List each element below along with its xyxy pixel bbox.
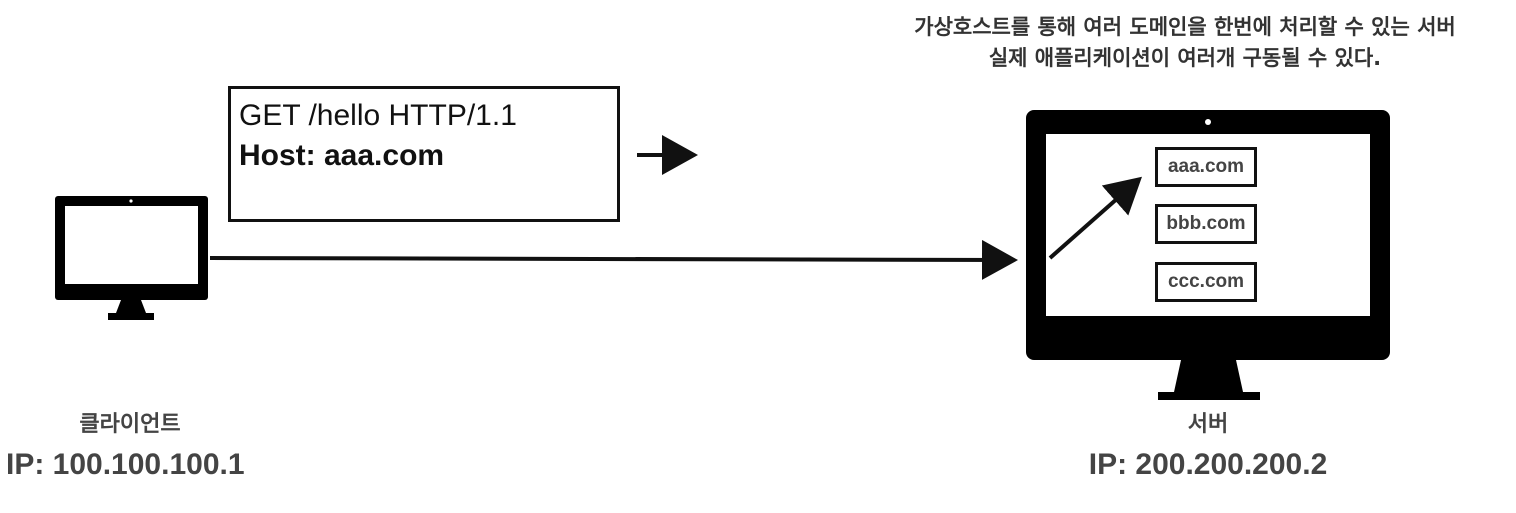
request-line: GET /hello HTTP/1.1 [239, 99, 517, 132]
domain-box-bbb: bbb.com [1155, 204, 1257, 244]
note-line-1: 가상호스트를 통해 여러 도메인을 한번에 처리할 수 있는 서버 [914, 15, 1456, 39]
domain-box-aaa: aaa.com [1155, 147, 1257, 187]
virtual-host-note: 가상호스트를 통해 여러 도메인을 한번에 처리할 수 있는 서버 실제 애플리… [860, 12, 1510, 74]
host-header: Host: aaa.com [239, 139, 445, 172]
client-ip: IP: 100.100.100.1 [6, 448, 245, 481]
client-to-server-arrow [209, 239, 1018, 280]
route-to-aaa-arrow [1048, 176, 1142, 260]
server-ip: IP: 200.200.200.2 [1088, 448, 1328, 481]
domain-box-ccc: ccc.com [1155, 262, 1257, 302]
client-label: 클라이언트 [79, 412, 181, 437]
http-request-box: GET /hello HTTP/1.1 Host: aaa.com [228, 86, 620, 222]
server-label: 서버 [1187, 412, 1229, 437]
note-line-2: 실제 애플리케이션이 여러개 구동될 수 있다. [988, 46, 1382, 70]
client-monitor-icon [55, 196, 208, 320]
